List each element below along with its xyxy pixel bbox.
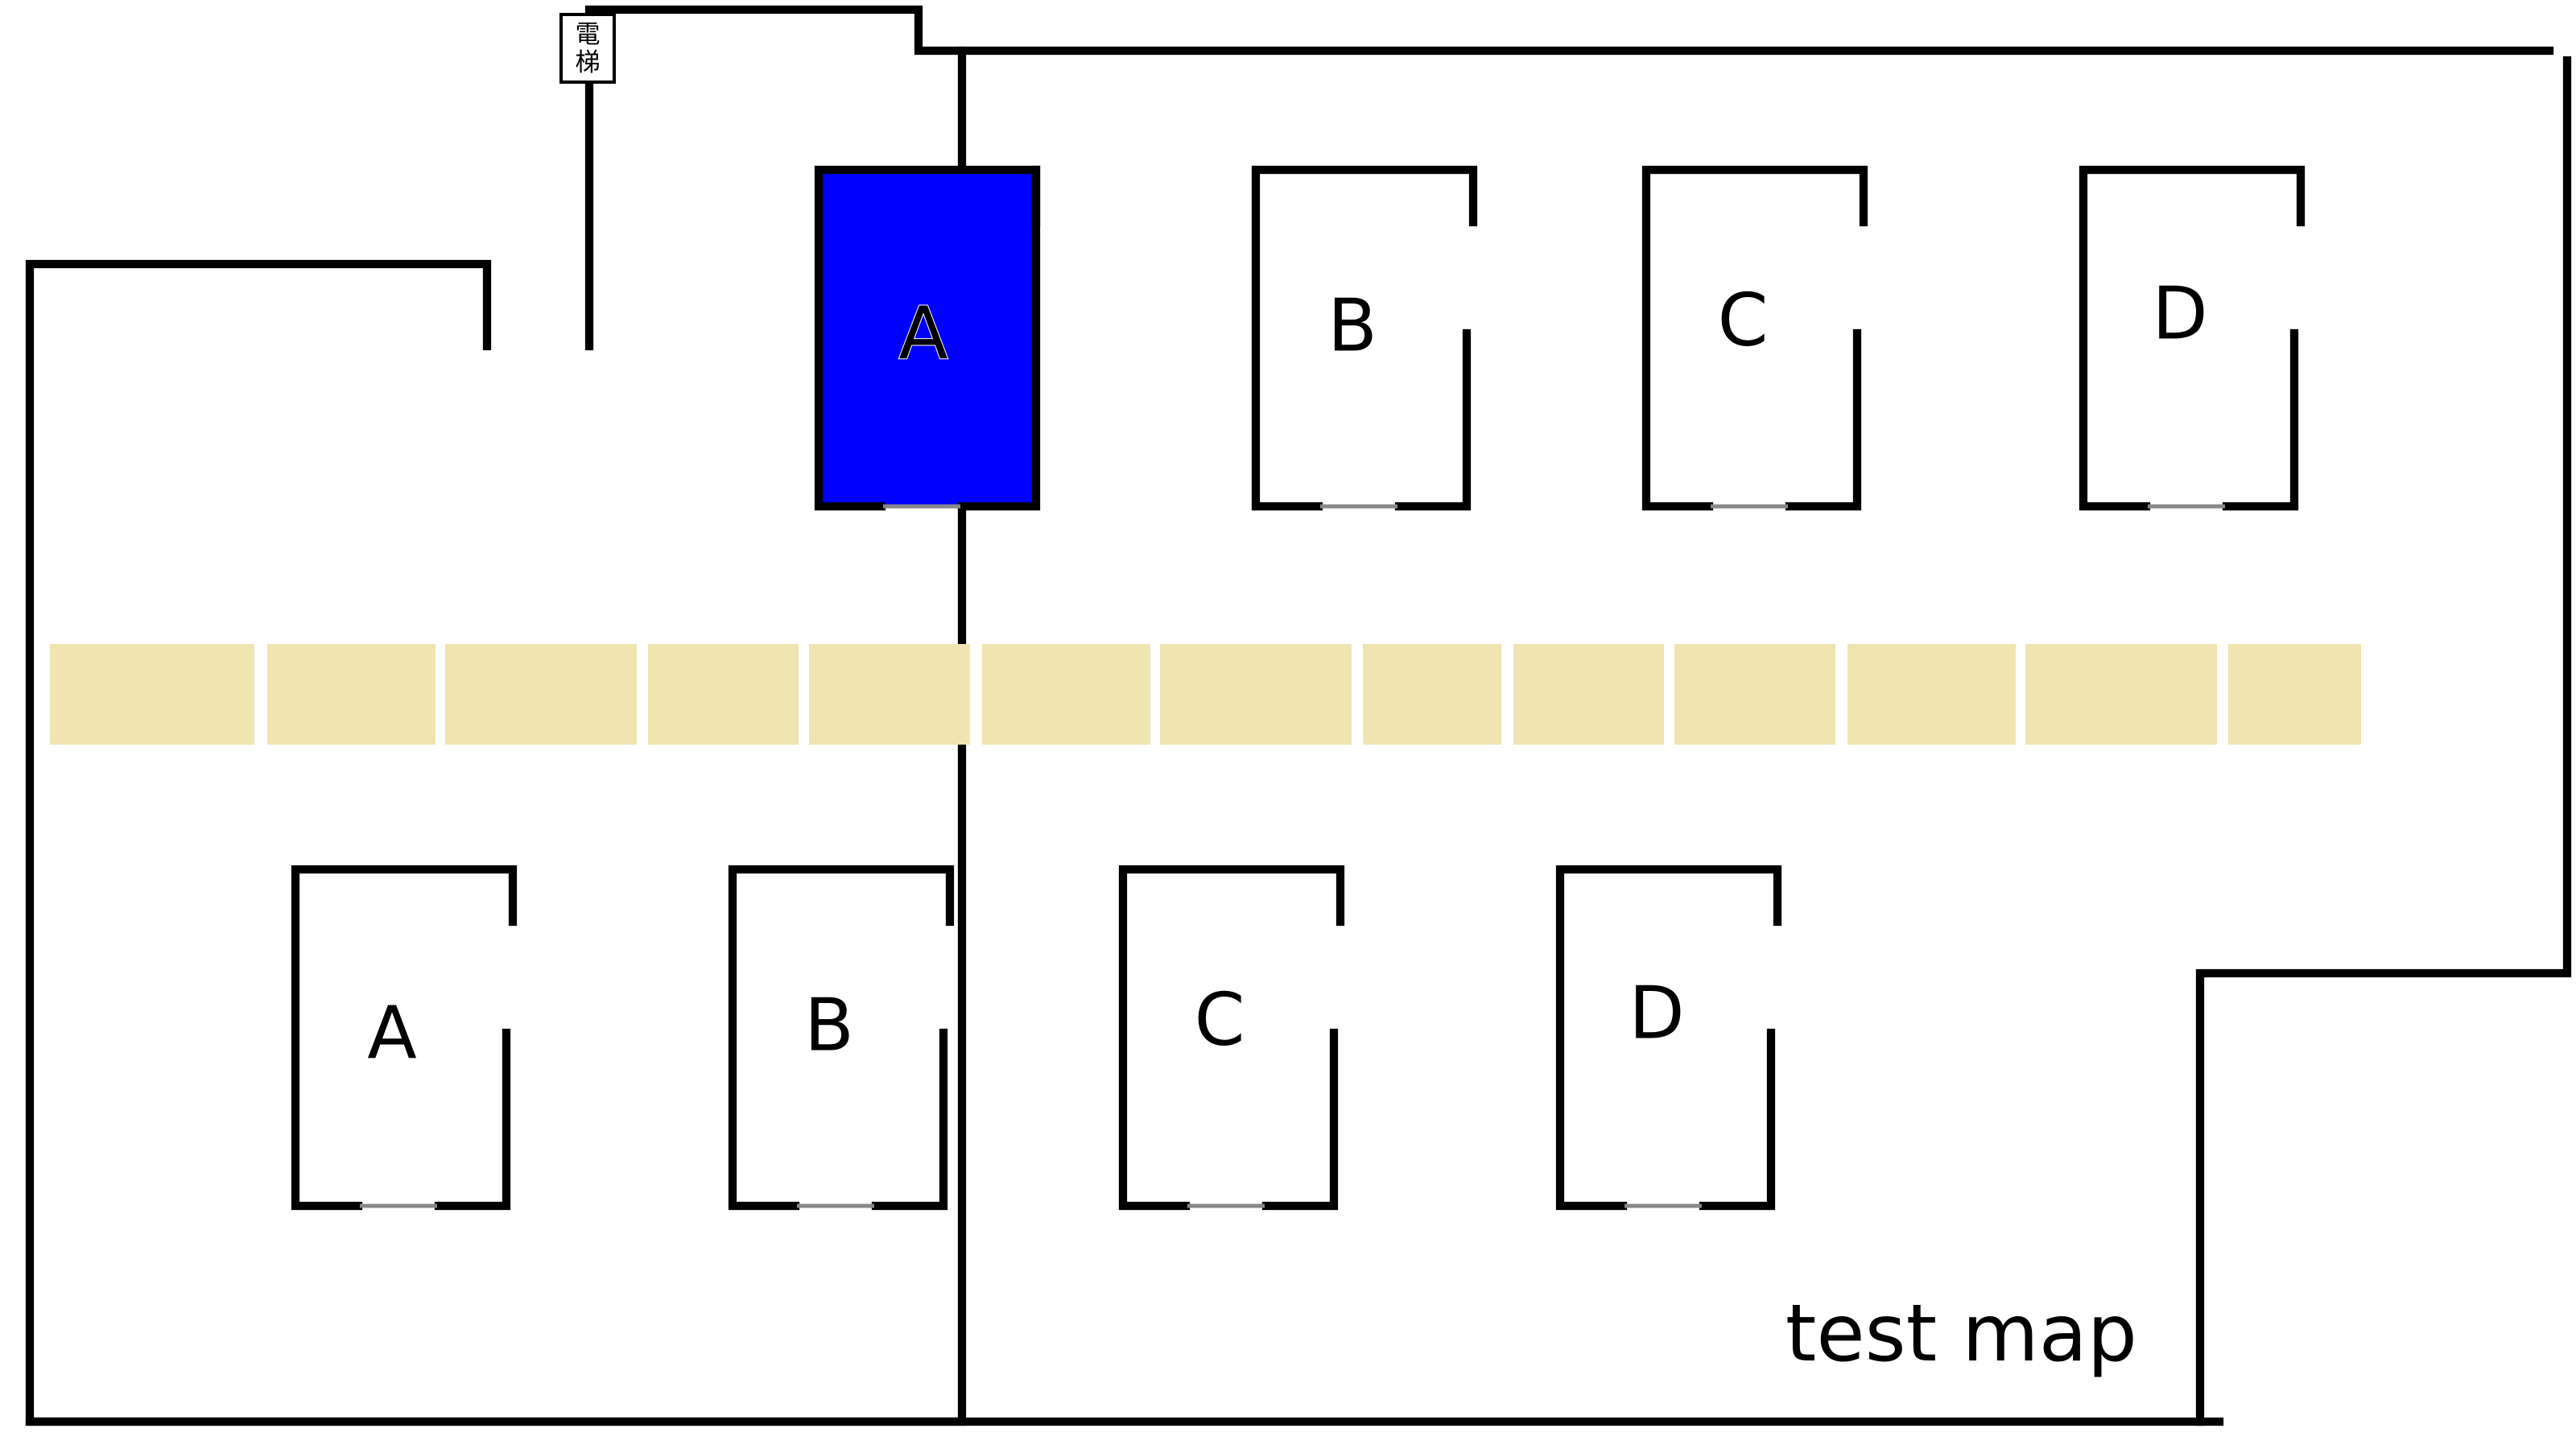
room-wall — [2079, 165, 2306, 511]
outer-wall-north — [584, 5, 2554, 351]
corridor-tile — [1847, 644, 2016, 745]
corridor-tile — [1513, 644, 1664, 745]
corridor-tile — [648, 644, 799, 745]
corridor-tile — [1363, 644, 1501, 745]
room-wall — [957, 165, 1041, 511]
room-wall — [1261, 1028, 1339, 1211]
room-fill[interactable] — [1256, 170, 1473, 506]
corridor-tile — [809, 644, 970, 745]
room-fill[interactable] — [819, 170, 1036, 506]
room-wall — [291, 865, 518, 1211]
room-label: C — [1718, 279, 1769, 363]
room-label: A — [367, 992, 417, 1076]
room-fill[interactable] — [295, 869, 513, 1206]
room-lower-b[interactable]: B — [728, 865, 955, 1211]
room-wall — [1555, 865, 1782, 1211]
corridor-tile — [1674, 644, 1835, 745]
room-fill[interactable] — [1560, 869, 1777, 1206]
room-upper-d[interactable]: D — [2079, 165, 2306, 511]
elevator-label-line2: 梯 — [576, 48, 601, 77]
room-label: A — [898, 292, 948, 377]
room-upper-c[interactable]: C — [1641, 165, 1868, 511]
room-wall — [1394, 328, 1472, 511]
room-fill[interactable] — [1123, 869, 1340, 1206]
corridor-tile — [2228, 644, 2361, 745]
room-wall — [2222, 328, 2299, 511]
room-wall — [1118, 865, 1345, 1211]
room-lower-a[interactable]: A — [291, 865, 518, 1211]
room-upper-b[interactable]: B — [1251, 165, 1478, 511]
corridor-tile — [267, 644, 436, 745]
room-wall — [434, 1028, 511, 1211]
room-label: C — [1195, 978, 1245, 1063]
room-label: D — [2152, 272, 2207, 357]
outer-wall-east — [2195, 56, 2572, 1426]
room-upper-a[interactable]: A — [814, 165, 1041, 511]
corridor-tile — [50, 644, 254, 745]
room-wall — [1641, 165, 1868, 511]
corridor-tile — [1160, 644, 1352, 745]
elevator-label-line1: 電 — [576, 20, 601, 49]
outer-walls — [25, 5, 2572, 1426]
room-lower-d[interactable]: D — [1555, 865, 1782, 1211]
room-wall — [1251, 165, 1478, 511]
room-label: D — [1629, 972, 1684, 1056]
room-wall — [1699, 1028, 1776, 1211]
room-fill[interactable] — [1646, 170, 1864, 506]
room-wall — [871, 1028, 948, 1211]
corridor-tile — [982, 644, 1150, 745]
corridor-tile — [2025, 644, 2217, 745]
elevator[interactable]: 電 梯 — [559, 13, 616, 84]
outer-wall-main — [25, 46, 967, 1426]
map-title: test map — [1785, 1288, 2137, 1380]
room-label: B — [1327, 284, 1377, 369]
rooms: A B C D A B C D — [291, 165, 2306, 1211]
room-label: B — [804, 984, 854, 1068]
corridor-tile — [445, 644, 637, 745]
room-lower-c[interactable]: C — [1118, 865, 1345, 1211]
room-wall — [728, 865, 955, 1211]
elevator-box[interactable] — [559, 13, 616, 84]
room-wall — [1785, 328, 1862, 511]
corridor — [50, 644, 2361, 745]
room-fill[interactable] — [733, 869, 950, 1206]
room-fill[interactable] — [2083, 170, 2301, 506]
